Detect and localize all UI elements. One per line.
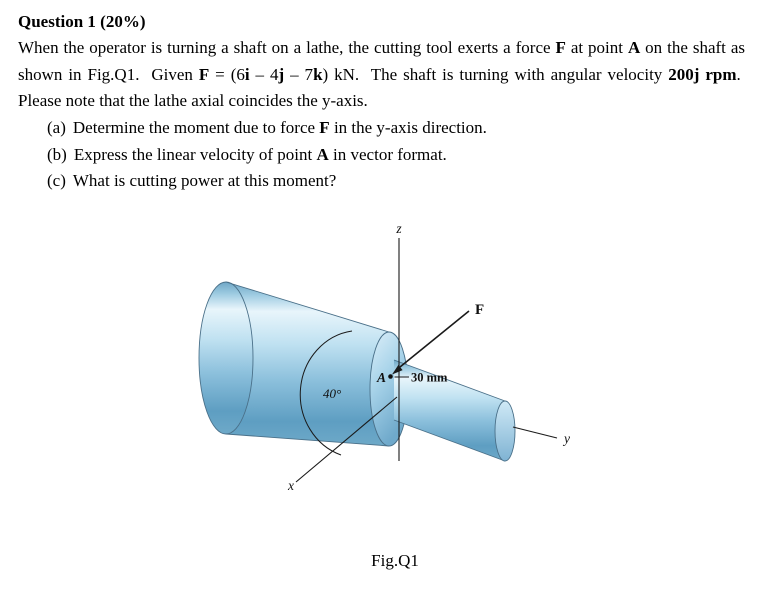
text-run: A	[316, 144, 329, 164]
text-run: Determine the moment due to force	[72, 117, 320, 137]
part-label-a: (a)	[47, 117, 66, 137]
x-axis-line	[295, 396, 398, 483]
x-axis-label: x	[287, 478, 294, 493]
text-run: Express the linear velocity of point	[73, 144, 317, 164]
big-cylinder-body	[226, 282, 389, 446]
text-run: – 7	[284, 64, 314, 84]
force-arrow-line	[399, 310, 470, 368]
text-run: = (6	[209, 64, 245, 84]
text-run: k	[313, 64, 323, 84]
small-cylinder-bottom-edge	[393, 419, 506, 462]
z-axis-label: z	[395, 221, 402, 236]
big-cylinder-bottom-edge	[225, 433, 390, 447]
question-title: Question 1 (20%)	[18, 12, 146, 31]
y-axis-label: y	[562, 431, 570, 446]
question-parts: (a) Determine the moment due to force F i…	[0, 115, 762, 195]
question-part-c: (c) What is cutting power at this moment?	[47, 168, 742, 195]
small-cylinder-body	[394, 360, 505, 461]
text-run: – 4	[249, 64, 279, 84]
y-axis-line	[512, 426, 558, 439]
text-run: F	[319, 117, 330, 137]
angle-label: 40°	[323, 386, 341, 401]
text-run: in vector format.	[328, 144, 447, 164]
question-intro: When the operator is turning a shaft on …	[0, 35, 762, 115]
text-run: on the shaft as shown in Fig.Q1. Given	[18, 38, 745, 84]
part-label-b: (b)	[47, 144, 67, 164]
text-run: F	[198, 64, 210, 84]
question-part-b: (b) Express the linear velocity of point …	[47, 142, 742, 169]
part-text-b: Express the linear velocity of point A i…	[74, 145, 447, 164]
text-run: A	[627, 38, 641, 57]
radius-label: 30 mm	[411, 371, 448, 385]
part-text-a: Determine the moment due to force F in t…	[73, 118, 487, 137]
text-run: in the y-axis direction.	[329, 117, 487, 137]
shaft-face	[369, 331, 409, 447]
text-run: When the operator is turning a shaft on …	[18, 38, 556, 57]
question-part-a: (a) Determine the moment due to force F i…	[47, 115, 742, 142]
text-run: 200j rpm	[668, 64, 737, 84]
big-cylinder-left-end	[198, 281, 254, 435]
text-run: What is cutting power at this moment?	[72, 171, 337, 191]
text-run: . Please note that the lathe axial coinc…	[18, 64, 746, 111]
text-run: ) kN. The shaft is turning with angular …	[322, 64, 669, 84]
part-label-c: (c)	[47, 171, 66, 191]
force-arrowhead	[392, 364, 403, 375]
figure-caption: Fig.Q1	[371, 551, 419, 570]
rotation-arc	[299, 330, 353, 456]
small-cylinder-top-edge	[393, 359, 506, 402]
force-label: F	[475, 302, 484, 318]
big-cylinder-top-edge	[225, 281, 390, 333]
point-a-label: A	[376, 370, 386, 385]
part-text-c: What is cutting power at this moment?	[73, 171, 336, 190]
text-run: i	[244, 64, 250, 84]
text-run: F	[555, 38, 566, 57]
text-run: j	[278, 64, 285, 84]
point-a-dot	[388, 374, 393, 379]
text-run: at point	[565, 38, 628, 57]
small-cylinder-end	[494, 400, 516, 462]
